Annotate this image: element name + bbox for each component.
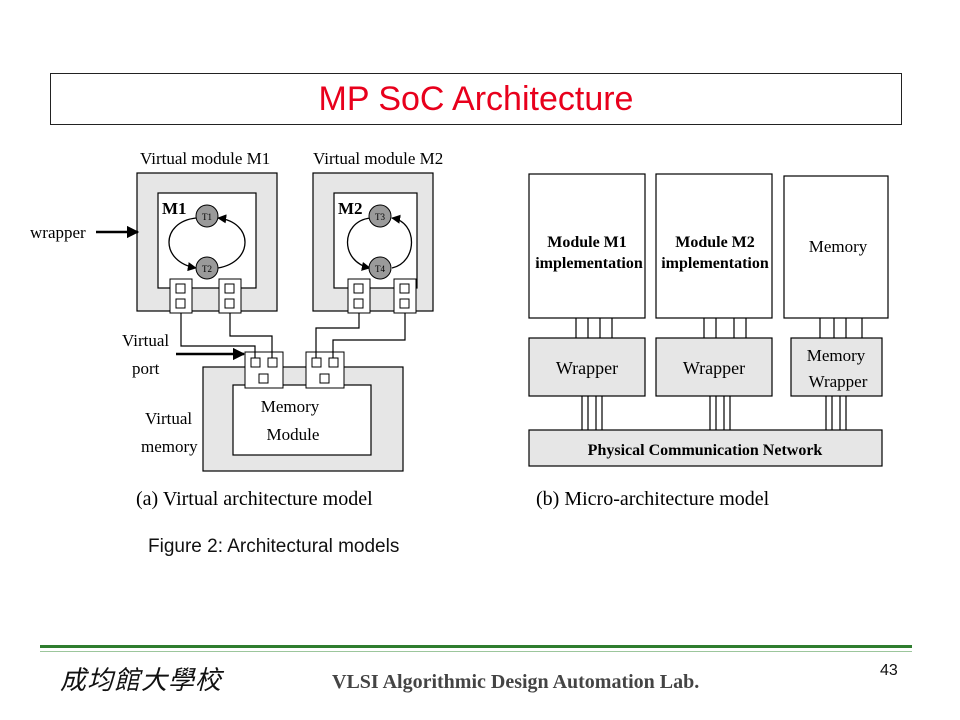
wrapper-label: wrapper (30, 223, 86, 242)
memory-wrapper-box (790, 337, 883, 397)
page-number: 43 (880, 662, 898, 679)
task-t2 (195, 256, 219, 280)
wrapper-label-1: Wrapper (556, 358, 618, 378)
module-m2-impl-line2: implementation (661, 255, 769, 272)
footer-divider-thin (40, 651, 912, 652)
module-m1-impl-box (528, 173, 646, 319)
module-m1-impl-line2: implementation (535, 255, 643, 272)
figure-caption: Figure 2: Architectural models (148, 536, 400, 557)
memory-module-box (232, 384, 372, 456)
micro-architecture-model: Module M1 implementation Module M2 imple… (528, 173, 889, 510)
memory-box (783, 175, 889, 319)
task-t1-label: T1 (202, 212, 212, 222)
virtual-module-m2-label: Virtual module M2 (313, 149, 443, 168)
virtual-port-label-line2: port (132, 359, 160, 378)
module-m1-impl-line1: Module M1 (547, 234, 627, 251)
task-t4 (368, 256, 392, 280)
university-logo-text: 成均館大學校 (60, 666, 223, 696)
micro-model-subcaption: (b) Micro-architecture model (536, 488, 770, 510)
slide-title: MP SoC Architecture (318, 79, 634, 118)
memory-module-label-line2: Module (267, 425, 320, 444)
module-m2-impl-box (655, 173, 773, 319)
memory-module-label-line1: Memory (261, 397, 320, 416)
title-box: MP SoC Architecture (50, 73, 902, 125)
physical-network-label: Physical Communication Network (588, 442, 823, 459)
memory-wrapper-line1: Memory (807, 346, 866, 365)
virtual-module-m1-label: Virtual module M1 (140, 149, 270, 168)
task-t2-label: T2 (202, 264, 212, 274)
wrapper-box-1 (528, 337, 646, 397)
virtual-memory-label-line2: memory (141, 437, 198, 456)
m1-label: M1 (162, 199, 187, 218)
wrapper-network-lines (581, 396, 847, 430)
virtual-port-label-line1: Virtual (122, 331, 169, 350)
wrapper-label-2: Wrapper (683, 358, 745, 378)
task-t3 (368, 204, 392, 228)
impl-wrapper-lines (575, 318, 863, 338)
virtual-model-subcaption: (a) Virtual architecture model (136, 488, 373, 510)
lab-name: VLSI Algorithmic Design Automation Lab. (332, 671, 700, 693)
virtual-memory-label-line1: Virtual (145, 409, 192, 428)
footer-divider (40, 645, 912, 648)
task-t1 (195, 204, 219, 228)
physical-network-box (528, 429, 883, 467)
memory-label: Memory (809, 237, 868, 256)
task-t4-label: T4 (375, 264, 385, 274)
virtual-connections (180, 313, 406, 358)
memory-wrapper-line2: Wrapper (809, 372, 868, 391)
task-t3-label: T3 (375, 212, 385, 222)
module-m2-impl-line1: Module M2 (675, 234, 755, 251)
virtual-architecture-model: Virtual module M1 Virtual module M2 M1 T… (30, 149, 443, 510)
wrapper-box-2 (655, 337, 773, 397)
m2-label: M2 (338, 199, 363, 218)
